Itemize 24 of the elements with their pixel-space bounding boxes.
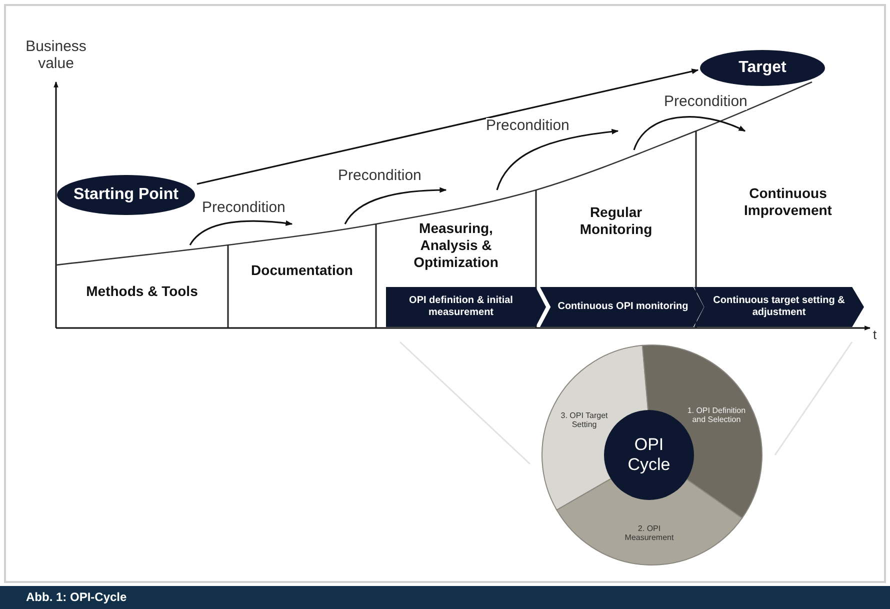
stage-label: Continuous Improvement: [743, 185, 833, 219]
caption: Abb. 1: OPI-Cycle: [26, 589, 127, 605]
arrow: [189, 220, 293, 246]
milestone-label: Target: [738, 59, 786, 77]
axis-label: Business value: [24, 38, 88, 72]
stage-label: Measuring, Analysis & Optimization: [412, 220, 500, 271]
process-step: Continuous target setting & adjustment: [694, 287, 864, 327]
process-step: OPI definition & initial measurement: [386, 287, 546, 327]
edge-label: Precondition: [664, 94, 748, 110]
stage-label: Regular Monitoring: [578, 204, 654, 238]
cycle-label: OPI Cycle: [626, 435, 672, 475]
arrow: [344, 187, 447, 224]
arrow: [196, 68, 699, 185]
milestone-label: Starting Point: [74, 186, 178, 204]
process-step: Continuous OPI monitoring: [540, 287, 704, 327]
arrow: [496, 128, 619, 190]
arrow: [633, 116, 746, 150]
milestone-ellipse: [57, 175, 195, 215]
stage-label: Documentation: [250, 262, 354, 279]
segment-label: 3. OPI Target Setting: [560, 411, 609, 430]
segment-label: 1. OPI Definition and Selection: [686, 406, 747, 424]
stage-label: Methods & Tools: [85, 283, 199, 300]
segment-label: 2. OPI Measurement: [624, 524, 675, 542]
axis-label: t: [873, 327, 877, 342]
